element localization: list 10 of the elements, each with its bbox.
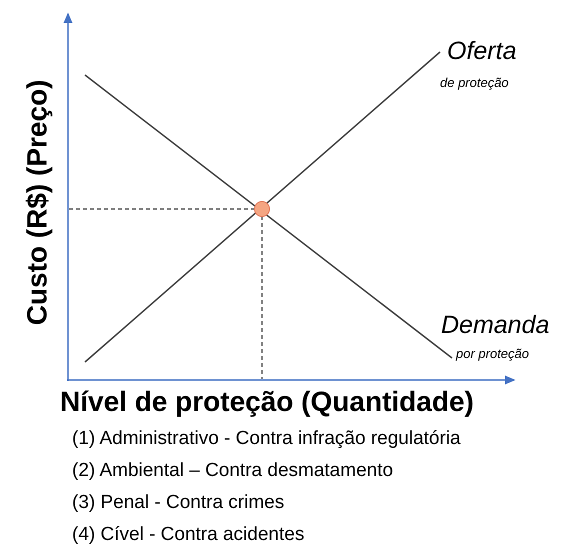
axis-title: Nível de proteção (Quantidade) bbox=[60, 387, 474, 418]
curve-sublabel: de proteção bbox=[440, 76, 509, 90]
curve-label: Oferta bbox=[447, 38, 516, 66]
curve-sublabel: por proteção bbox=[456, 347, 529, 362]
list-item: (1) Administrativo - Contra infração regulatória bbox=[72, 429, 461, 450]
list-item: (4) Cível - Contra acidentes bbox=[72, 525, 304, 546]
axis-title: Custo (R$) (Preço) bbox=[22, 79, 54, 325]
list-item: (2) Ambiental – Contra desmatamento bbox=[72, 461, 394, 482]
list-item: (3) Penal - Contra crimes bbox=[72, 493, 284, 514]
curve-label: Demanda bbox=[441, 312, 550, 340]
